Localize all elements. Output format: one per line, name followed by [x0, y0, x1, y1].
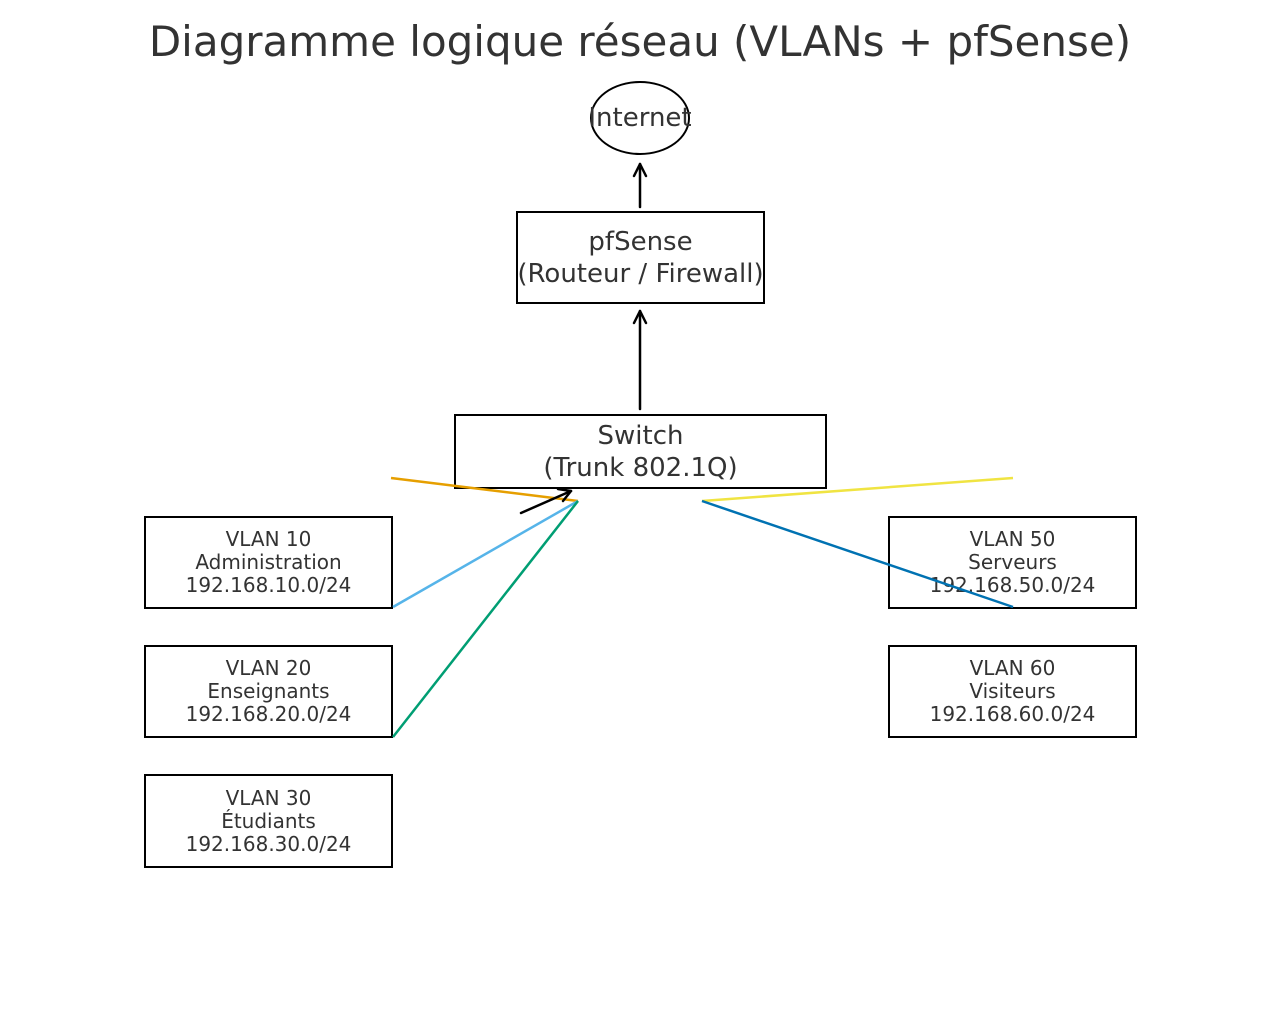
vlan-50-node: VLAN 50 Serveurs 192.168.50.0/24 — [888, 516, 1137, 609]
internet-label: Internet — [588, 103, 692, 133]
vlan-subnet: 192.168.50.0/24 — [929, 573, 1096, 597]
vlan-role: Serveurs — [968, 550, 1057, 574]
vlan-role: Visiteurs — [969, 679, 1056, 703]
vlan-name: VLAN 60 — [969, 656, 1056, 680]
switch-node: Switch (Trunk 802.1Q) — [454, 414, 827, 489]
switch-title: Switch — [597, 420, 684, 451]
vlan-60-node: VLAN 60 Visiteurs 192.168.60.0/24 — [888, 645, 1137, 738]
switch-arrow-marker — [519, 487, 573, 515]
vlan-30-node: VLAN 30 Étudiants 192.168.30.0/24 — [144, 774, 393, 868]
vlan-name: VLAN 20 — [225, 656, 312, 680]
vlan-subnet: 192.168.10.0/24 — [185, 573, 352, 597]
edge-vlan-20-switch — [392, 500, 579, 738]
vlan-role: Administration — [195, 550, 342, 574]
vlan-10-node: VLAN 10 Administration 192.168.10.0/24 — [144, 516, 393, 609]
vlan-name: VLAN 30 — [225, 785, 312, 810]
edge-switch-pfsense — [632, 309, 648, 411]
internet-node: Internet — [588, 81, 692, 155]
pfsense-title: pfSense — [588, 226, 693, 257]
vlan-subnet: 192.168.60.0/24 — [929, 702, 1096, 726]
vlan-role: Étudiants — [221, 808, 316, 833]
vlan-subnet: 192.168.30.0/24 — [185, 831, 352, 856]
vlan-name: VLAN 10 — [225, 527, 312, 551]
vlan-role: Enseignants — [207, 679, 330, 703]
vlan-20-node: VLAN 20 Enseignants 192.168.20.0/24 — [144, 645, 393, 738]
pfsense-node: pfSense (Routeur / Firewall) — [516, 211, 765, 304]
edge-vlan-10-switch-blue — [392, 499, 579, 609]
vlan-subnet: 192.168.20.0/24 — [185, 702, 352, 726]
pfsense-subtitle: (Routeur / Firewall) — [517, 258, 764, 289]
diagram-title: Diagramme logique réseau (VLANs + pfSens… — [148, 17, 1132, 66]
edge-pfsense-internet — [632, 162, 648, 209]
switch-subtitle: (Trunk 802.1Q) — [543, 452, 738, 483]
vlan-name: VLAN 50 — [969, 527, 1056, 551]
